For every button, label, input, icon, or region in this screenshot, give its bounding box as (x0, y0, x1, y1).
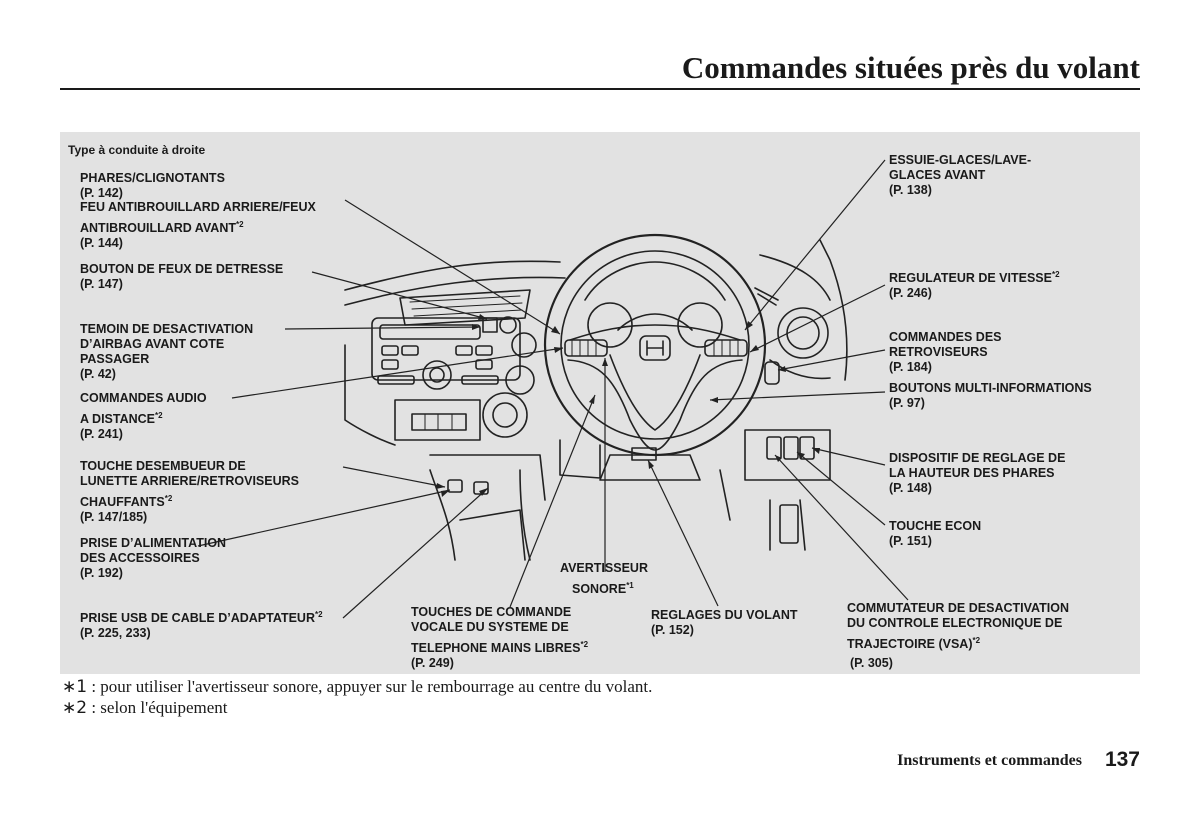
label-horn: AVERTISSEUR SONORE*1 (560, 561, 648, 596)
label-rear-defogger: TOUCHE DESEMBUEUR DE LUNETTE ARRIERE/RET… (80, 459, 300, 524)
label-mirror-controls: COMMANDES DES RETROVISEURS (P. 184) (889, 330, 1002, 374)
label-fog-lights: FEU ANTIBROUILLARD ARRIERE/FEUX ANTIBROU… (80, 200, 316, 250)
label-accessory-socket: PRISE D’ALIMENTATION DES ACCESSOIRES (P.… (80, 536, 227, 580)
page-title: Commandes situées près du volant (681, 50, 1140, 85)
section-name: Instruments et commandes (897, 752, 1082, 769)
label-usb-adapter: PRISE USB DE CABLE D’ADAPTATEUR*2 (P. 22… (80, 610, 323, 641)
title-rule (60, 88, 1140, 90)
diagram-panel (60, 132, 1140, 674)
label-audio-remote: COMMANDES AUDIO A DISTANCE*2 (P. 241) (80, 391, 207, 441)
label-vsa-switch: COMMUTATEUR DE DESACTIVATION DU CONTROLE… (847, 601, 1069, 670)
label-multi-info-buttons: BOUTONS MULTI-INFORMATIONS (P. 97) (889, 381, 1092, 410)
footnote-2: ∗2 : selon l'équipement (62, 698, 228, 718)
label-headlight-leveling: DISPOSITIF DE REGLAGE DE LA HAUTEUR DES … (889, 451, 1066, 495)
footnote-1: ∗1 : pour utiliser l'avertisseur sonore,… (62, 677, 653, 697)
label-wipers: ESSUIE-GLACES/LAVE- GLACES AVANT (P. 138… (889, 153, 1032, 197)
label-voice-buttons: TOUCHES DE COMMANDE VOCALE DU SYSTEME DE… (411, 605, 589, 670)
label-cruise-control: REGULATEUR DE VITESSE*2 (P. 246) (889, 270, 1060, 301)
label-steering-adjust: REGLAGES DU VOLANT (P. 152) (651, 608, 798, 637)
label-econ-button: TOUCHE ECON (P. 151) (889, 519, 982, 548)
page-number: 137 (1104, 748, 1140, 771)
drive-type-label: Type à conduite à droite (68, 143, 206, 157)
label-airbag-indicator: TEMOIN DE DESACTIVATION D’AIRBAG AVANT C… (80, 322, 254, 381)
label-hazard-button: BOUTON DE FEUX DE DETRESSE (P. 147) (80, 262, 284, 291)
label-headlights: PHARES/CLIGNOTANTS (P. 142) (80, 171, 225, 200)
